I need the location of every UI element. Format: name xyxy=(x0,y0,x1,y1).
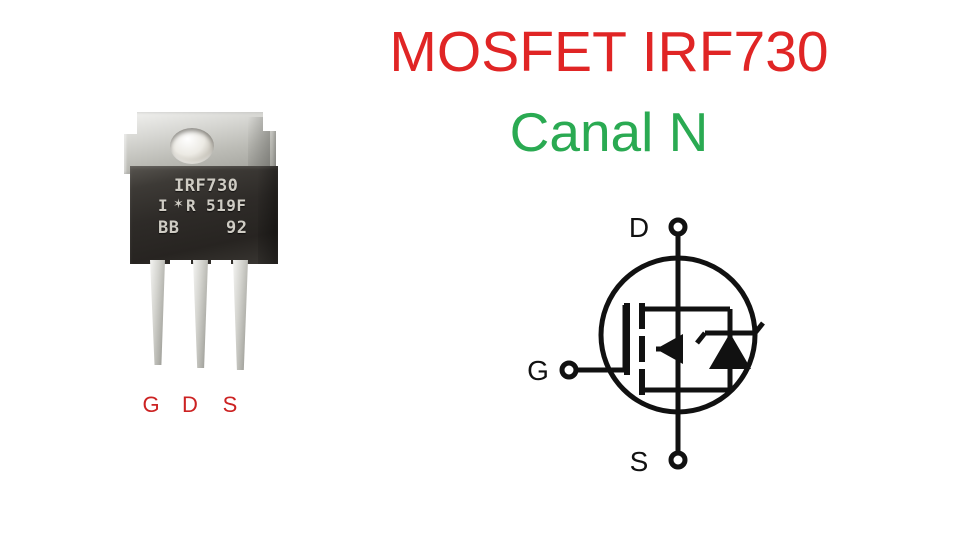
terminal-label-drain: D xyxy=(629,212,649,243)
lead-pin-1 xyxy=(150,260,165,365)
marking-logo-left: I xyxy=(158,196,169,215)
lead-pin-3 xyxy=(233,260,248,370)
body-diode-arrow-icon xyxy=(709,333,751,369)
marking-part-number: IRF730 xyxy=(174,176,239,196)
lead-gap-right xyxy=(211,260,231,270)
ir-star-logo-icon: ✶ xyxy=(173,196,184,211)
page-title: MOSFET IRF730 xyxy=(389,20,829,84)
marking-lot-right: 92 xyxy=(226,218,248,238)
to-220-transistor-photo: IRF730 I ✶ R 519F BB 92 xyxy=(108,112,288,392)
pin-label-gate: G xyxy=(142,392,160,417)
mounting-hole xyxy=(170,128,214,164)
pin-label-source: S xyxy=(222,392,238,417)
body-diode-cathode-bar xyxy=(695,321,765,345)
marking-lot-left: BB xyxy=(158,218,180,238)
epoxy-body: IRF730 I ✶ R 519F BB 92 xyxy=(130,166,278,264)
lead-gap-left xyxy=(170,260,191,270)
gate-terminal-node xyxy=(559,360,579,380)
lead-pin-2 xyxy=(193,260,208,368)
pin-label-row: G D S xyxy=(108,392,288,422)
drain-terminal-node xyxy=(668,217,688,237)
tab-notch-left xyxy=(124,112,137,134)
page-subtitle: Canal N xyxy=(509,101,709,163)
marking-logo-right: R xyxy=(186,196,197,215)
marking-date-code: 519F xyxy=(206,196,247,215)
tab-notch-right xyxy=(263,112,276,131)
terminal-label-gate: G xyxy=(527,355,549,386)
mosfet-schematic-symbol: D G S xyxy=(505,205,795,495)
channel-arrow-icon xyxy=(656,334,683,364)
terminal-label-source: S xyxy=(630,446,649,477)
source-terminal-node xyxy=(668,450,688,470)
tab-shading xyxy=(248,117,270,175)
pin-label-drain: D xyxy=(182,392,198,417)
